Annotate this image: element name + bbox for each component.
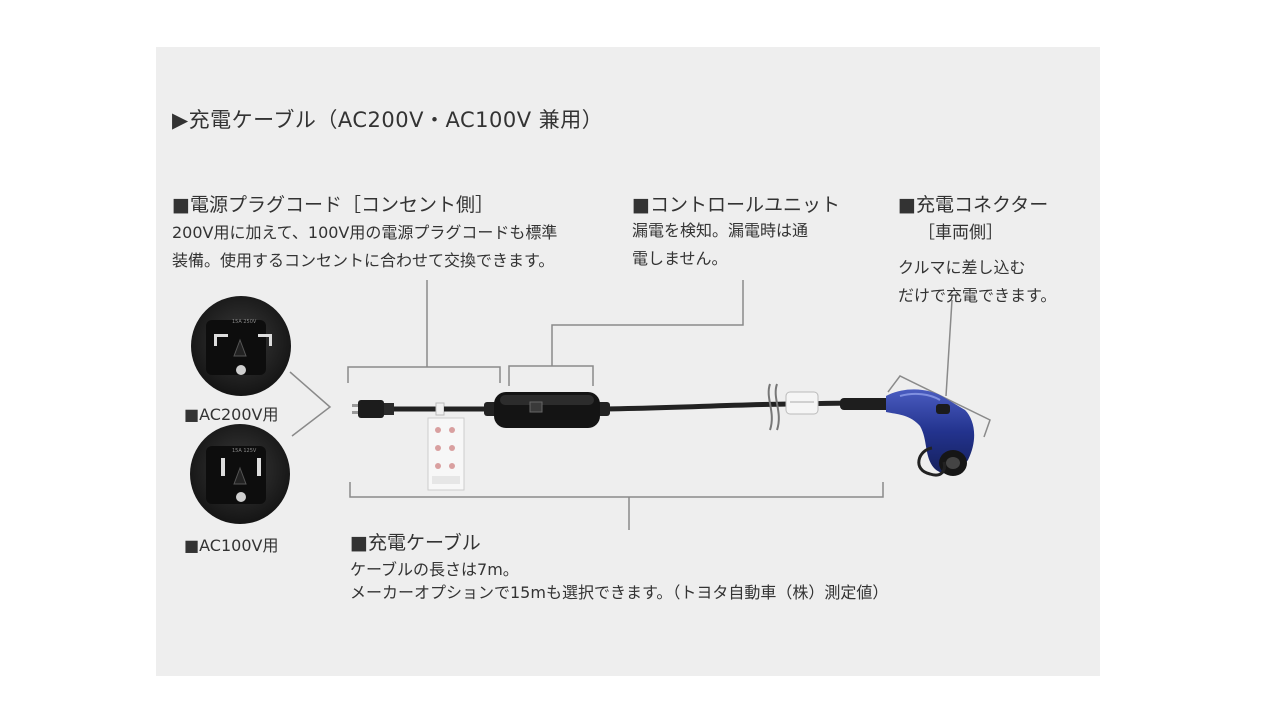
- svg-text:15A 250V: 15A 250V: [232, 319, 257, 325]
- control-unit-heading: ■コントロールユニット: [632, 194, 840, 216]
- annotation-lines: [289, 280, 991, 530]
- control-unit-desc-2: 電しません。: [632, 249, 728, 268]
- control-unit-icon: [484, 392, 610, 428]
- page-title: ▶充電ケーブル（AC200V・AC100V 兼用）: [172, 108, 604, 132]
- cable-icon: [352, 383, 890, 491]
- ac200v-label: ■AC200V用: [184, 405, 279, 424]
- svg-text:15A 125V: 15A 125V: [232, 448, 257, 454]
- connector-icon: [886, 389, 975, 477]
- connector-heading-2: ［車両側］: [918, 223, 1003, 243]
- control-unit-desc-1: 漏電を検知。漏電時は通: [632, 221, 809, 240]
- connector-heading: ■充電コネクター: [898, 194, 1049, 216]
- connector-desc-2: だけで充電できます。: [898, 286, 1057, 305]
- ac100v-label: ■AC100V用: [184, 536, 279, 555]
- power-plug-heading: ■電源プラグコード［コンセント側］: [172, 194, 494, 216]
- cable-desc-1: ケーブルの長さは7m。: [350, 560, 519, 579]
- connector-desc-1: クルマに差し込む: [898, 258, 1026, 277]
- cable-heading: ■充電ケーブル: [350, 532, 481, 554]
- power-plug-desc-2: 装備。使用するコンセントに合わせて交換できます。: [172, 251, 555, 270]
- cable-desc-2: メーカーオプションで15mも選択できます。（トヨタ自動車（株）測定値）: [350, 583, 889, 602]
- plug-100v-icon: 15A 125V: [190, 424, 290, 524]
- power-plug-desc-1: 200V用に加えて、100V用の電源プラグコードも標準: [172, 223, 558, 242]
- content-panel: [156, 47, 1100, 676]
- plug-200v-icon: 15A 250V: [191, 296, 291, 396]
